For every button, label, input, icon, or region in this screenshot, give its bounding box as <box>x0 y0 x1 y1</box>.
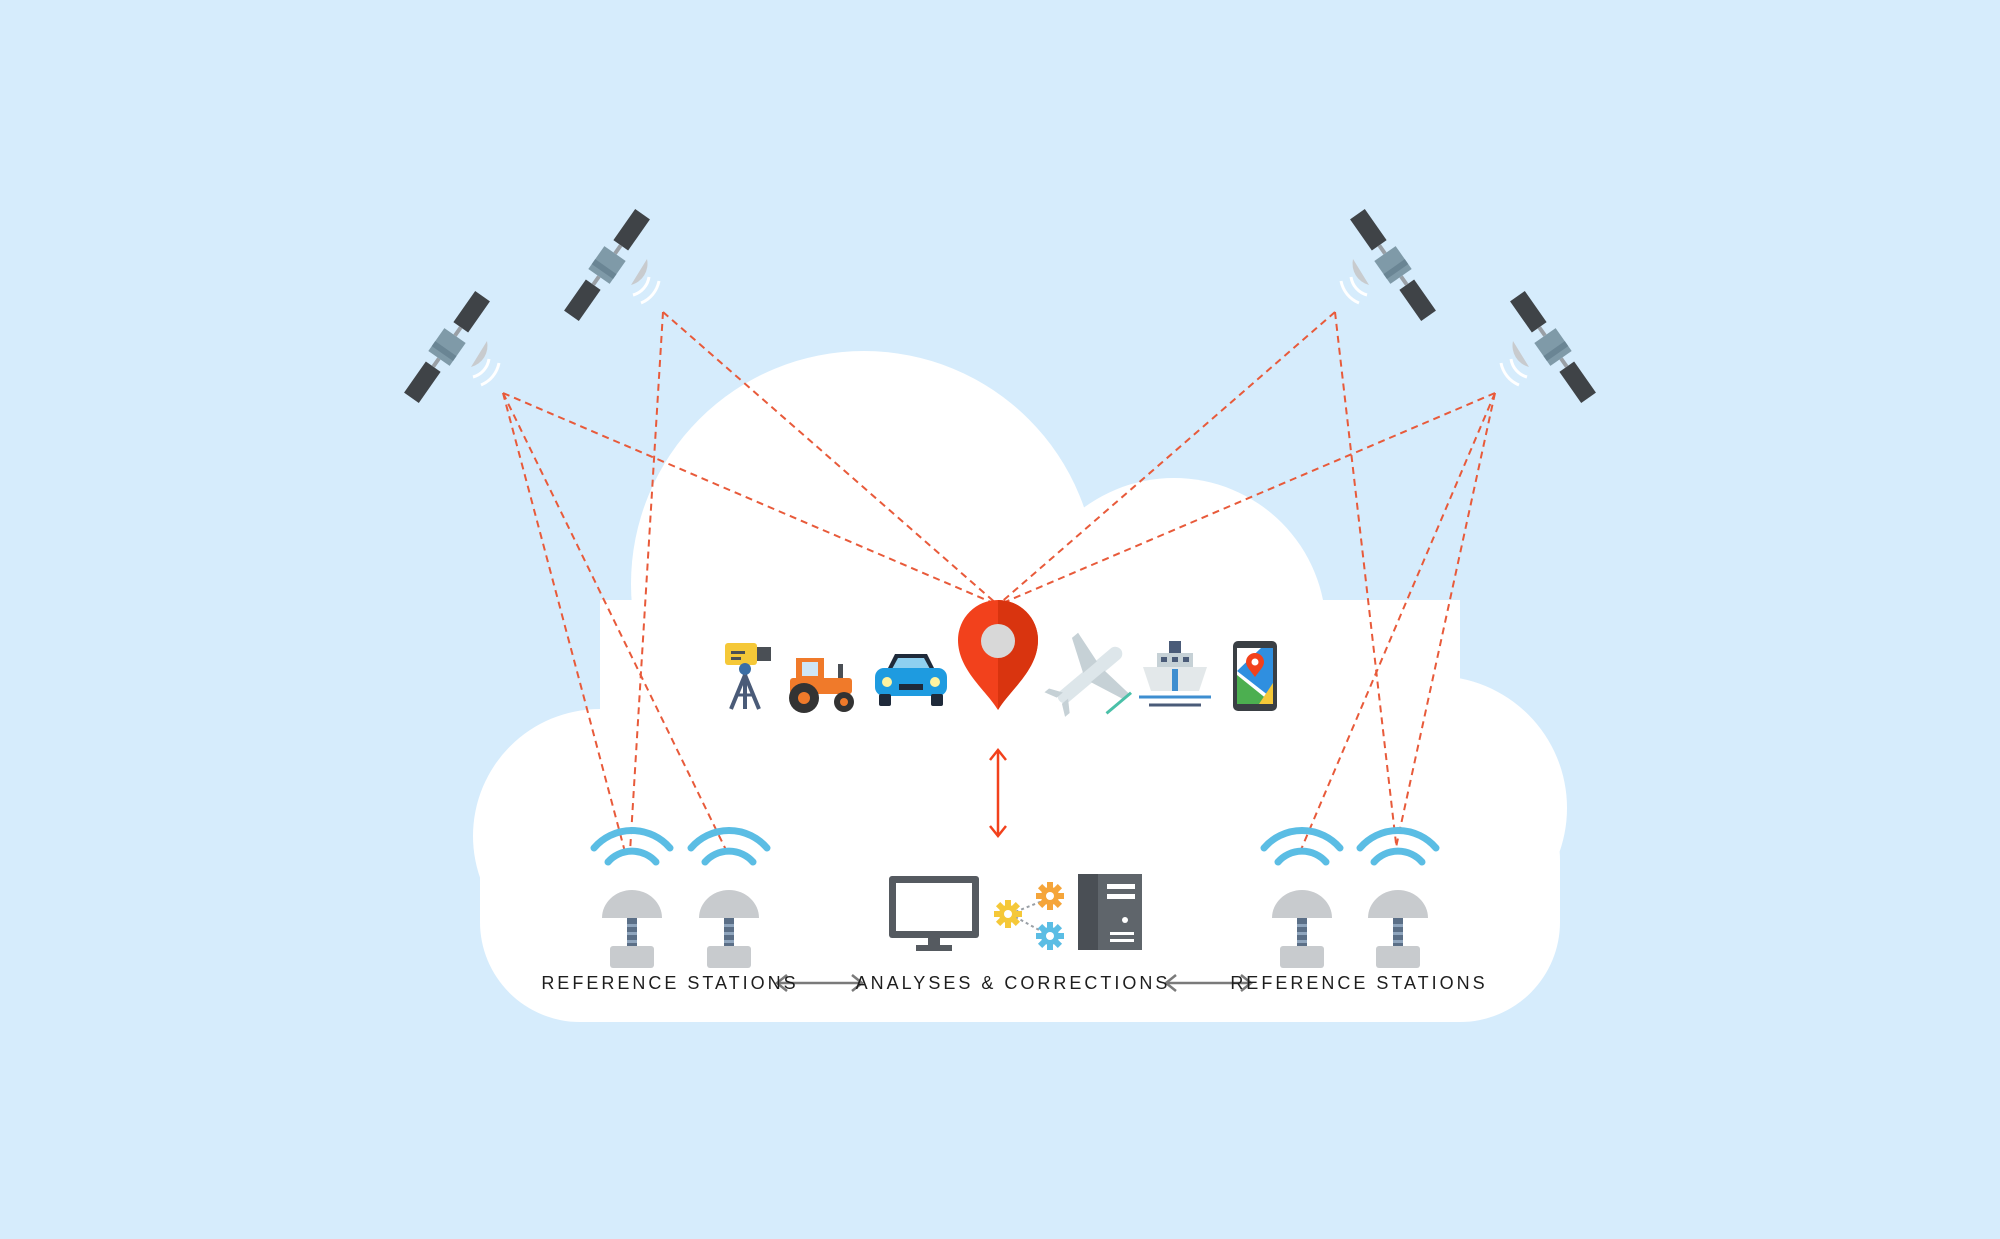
survey-camera-icon <box>725 643 771 710</box>
left-double-arrow <box>774 974 865 992</box>
right-stations-label: REFERENCE STATIONS <box>1230 973 1487 993</box>
location-pin-icon <box>958 600 1038 710</box>
horizontal-arrows <box>774 974 1254 992</box>
device-icons <box>725 600 1277 717</box>
analyses-corrections-label: ANALYSES & CORRECTIONS <box>856 973 1171 993</box>
signal-lines <box>502 311 1496 853</box>
satellite-icon <box>1499 286 1602 408</box>
right-double-arrow <box>1163 974 1254 992</box>
satellites <box>398 204 1602 408</box>
airplane-icon <box>1044 632 1132 717</box>
gears-icon <box>994 882 1064 950</box>
server-tower-icon <box>1078 874 1142 950</box>
vertical-double-arrow <box>989 747 1007 839</box>
tractor-icon <box>789 658 854 713</box>
left-stations-label: REFERENCE STATIONS <box>541 973 798 993</box>
smartphone-map-icon <box>1233 641 1277 711</box>
satellite-icon <box>558 204 661 326</box>
satellite-icon <box>398 286 501 408</box>
ship-icon <box>1139 641 1211 707</box>
monitor-icon <box>889 876 979 951</box>
car-icon <box>875 654 947 706</box>
analysis-center <box>889 874 1142 951</box>
satellite-icon <box>1339 204 1442 326</box>
